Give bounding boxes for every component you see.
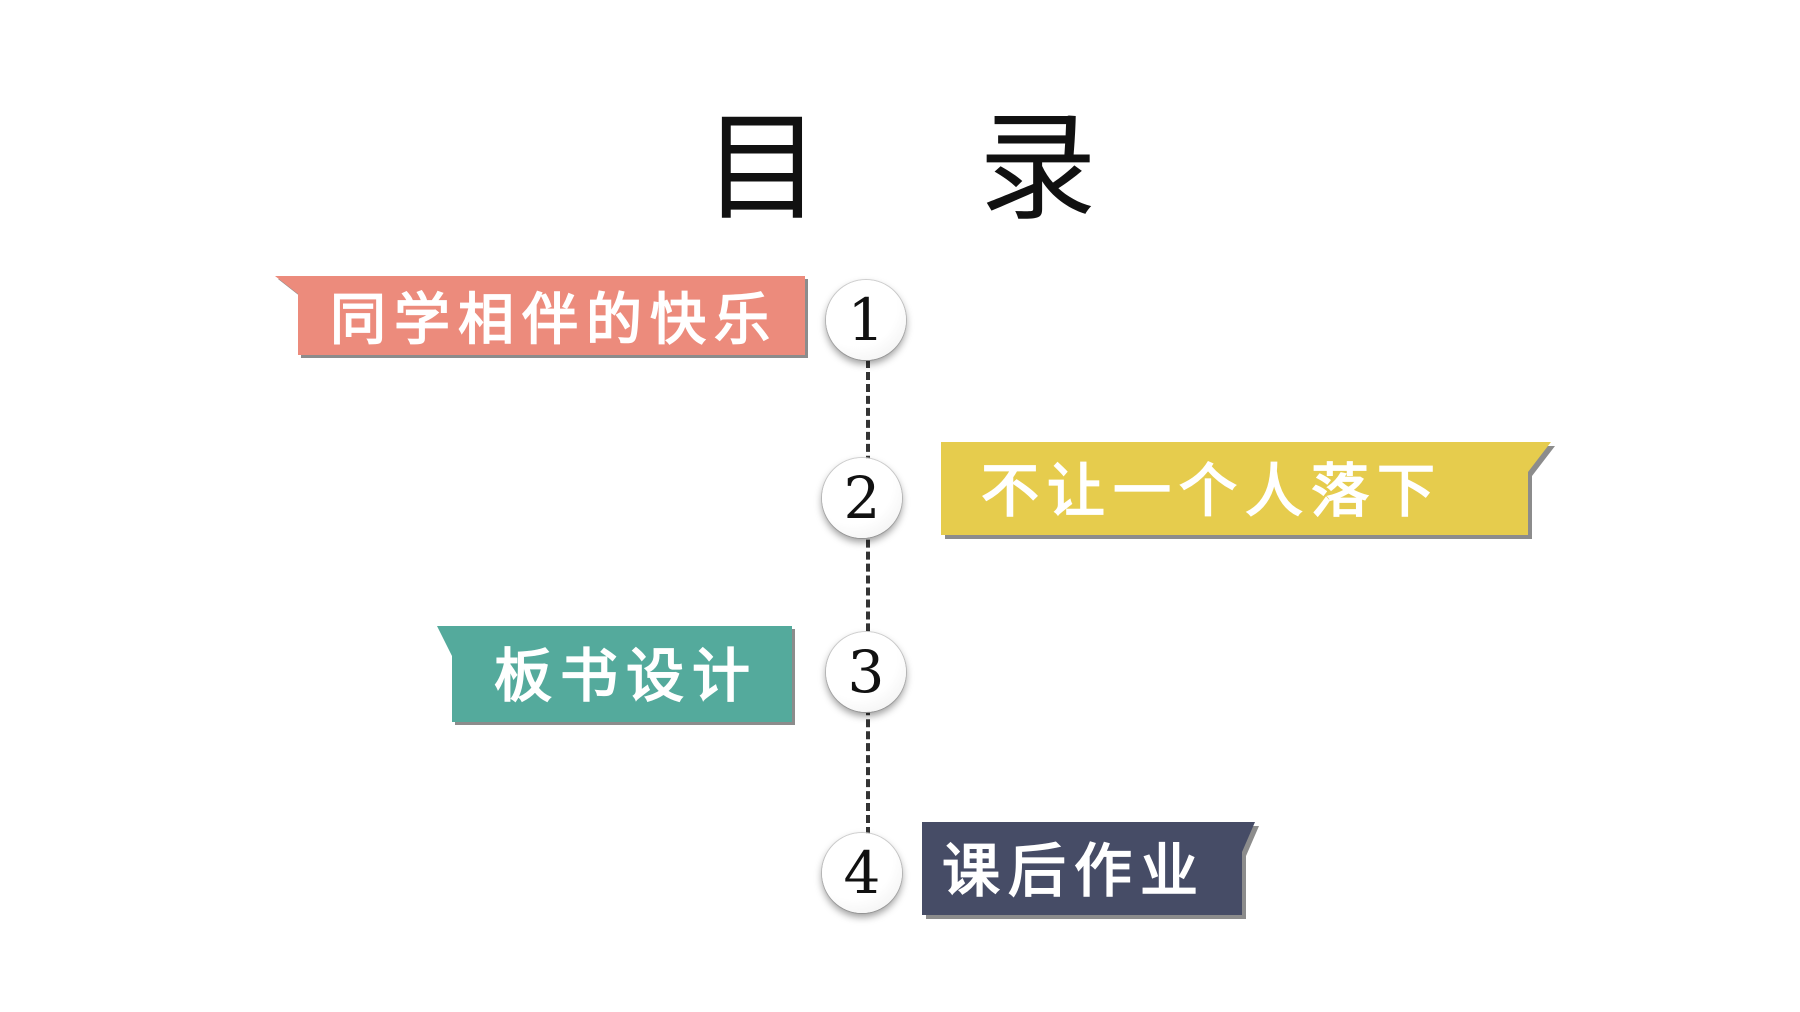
- toc-item-1-banner[interactable]: 同学相伴的快乐: [275, 276, 808, 360]
- toc-item-1-number: 1: [826, 280, 906, 360]
- dashed-connector-line: [866, 360, 870, 835]
- banner-shape-4: [922, 822, 1259, 919]
- banner-shape-3: [437, 626, 795, 725]
- toc-item-3-label: 板书设计: [494, 642, 759, 710]
- banner-shape-2: [941, 442, 1555, 539]
- toc-item-3-banner[interactable]: 板书设计: [437, 626, 795, 725]
- toc-item-2-number: 2: [822, 458, 902, 538]
- toc-item-4-number: 4: [822, 833, 902, 913]
- toc-item-4-label: 课后作业: [942, 837, 1207, 905]
- toc-item-1-label: 同学相伴的快乐: [330, 288, 778, 353]
- toc-item-3-number: 3: [826, 632, 906, 712]
- banner-shape-1: [275, 276, 808, 358]
- toc-item-2-label: 不让一个人落下: [981, 457, 1444, 525]
- page-title: 目 录: [703, 99, 1157, 237]
- toc-item-4-banner[interactable]: 课后作业: [922, 822, 1259, 919]
- toc-item-2-banner[interactable]: 不让一个人落下: [941, 442, 1555, 539]
